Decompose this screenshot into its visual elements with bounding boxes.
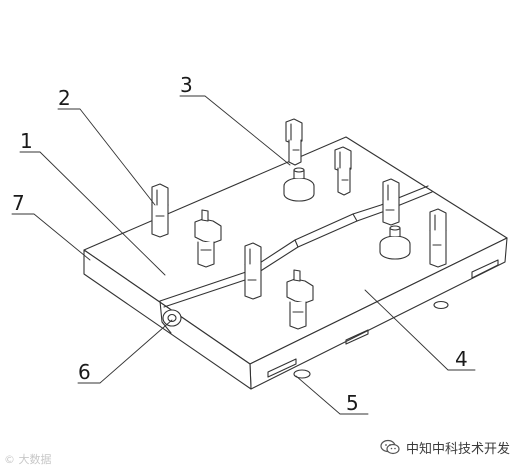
callout-1: 1: [20, 129, 33, 153]
callout-3: 3: [180, 73, 193, 97]
hinge-pin-hole: [167, 313, 177, 323]
leader-5: [295, 375, 369, 415]
hinge-pin: [162, 309, 182, 327]
callout-7: 7: [12, 191, 25, 215]
locating-pin-1: [283, 167, 315, 202]
watermark-right: 中知中科技术开发: [380, 436, 510, 458]
slot-front-right: [471, 259, 499, 279]
locating-pins: [283, 167, 411, 260]
cutting-inserts: [151, 118, 447, 330]
foot-2: [433, 300, 449, 310]
insert-3: [151, 183, 169, 238]
insert-7: [194, 209, 222, 268]
seam-step-1: [294, 239, 299, 248]
leader-4: [364, 289, 476, 371]
hinge-pin-head: [162, 309, 182, 327]
wechat-logo-icon: [380, 439, 400, 455]
slot-front-mid: [345, 329, 369, 345]
insert-8: [286, 269, 314, 330]
watermark-right-text: 中知中科技术开发: [406, 441, 511, 457]
leader-6: [77, 319, 173, 384]
leader-2: [57, 108, 156, 206]
callout-2: 2: [58, 86, 71, 110]
watermark-left: © 大数据: [4, 453, 52, 466]
insert-2: [334, 146, 352, 196]
callout-5: 5: [346, 391, 359, 415]
insert-4: [382, 178, 400, 226]
seam-step-2: [352, 213, 358, 222]
foot-1: [293, 369, 311, 379]
insert-1: [285, 118, 303, 166]
callout-4: 4: [455, 347, 468, 371]
slot-front-left: [267, 358, 297, 378]
support-feet: [293, 300, 449, 379]
leader-7: [11, 213, 91, 261]
insert-6: [244, 242, 262, 300]
seam-front-break: [159, 300, 172, 334]
leader-3: [179, 95, 291, 166]
leader-lines: [11, 95, 476, 415]
insert-5: [429, 208, 447, 268]
callout-6: 6: [78, 360, 91, 384]
leader-1: [19, 151, 166, 276]
locating-pin-2: [379, 225, 411, 260]
locating-slots: [267, 259, 499, 378]
